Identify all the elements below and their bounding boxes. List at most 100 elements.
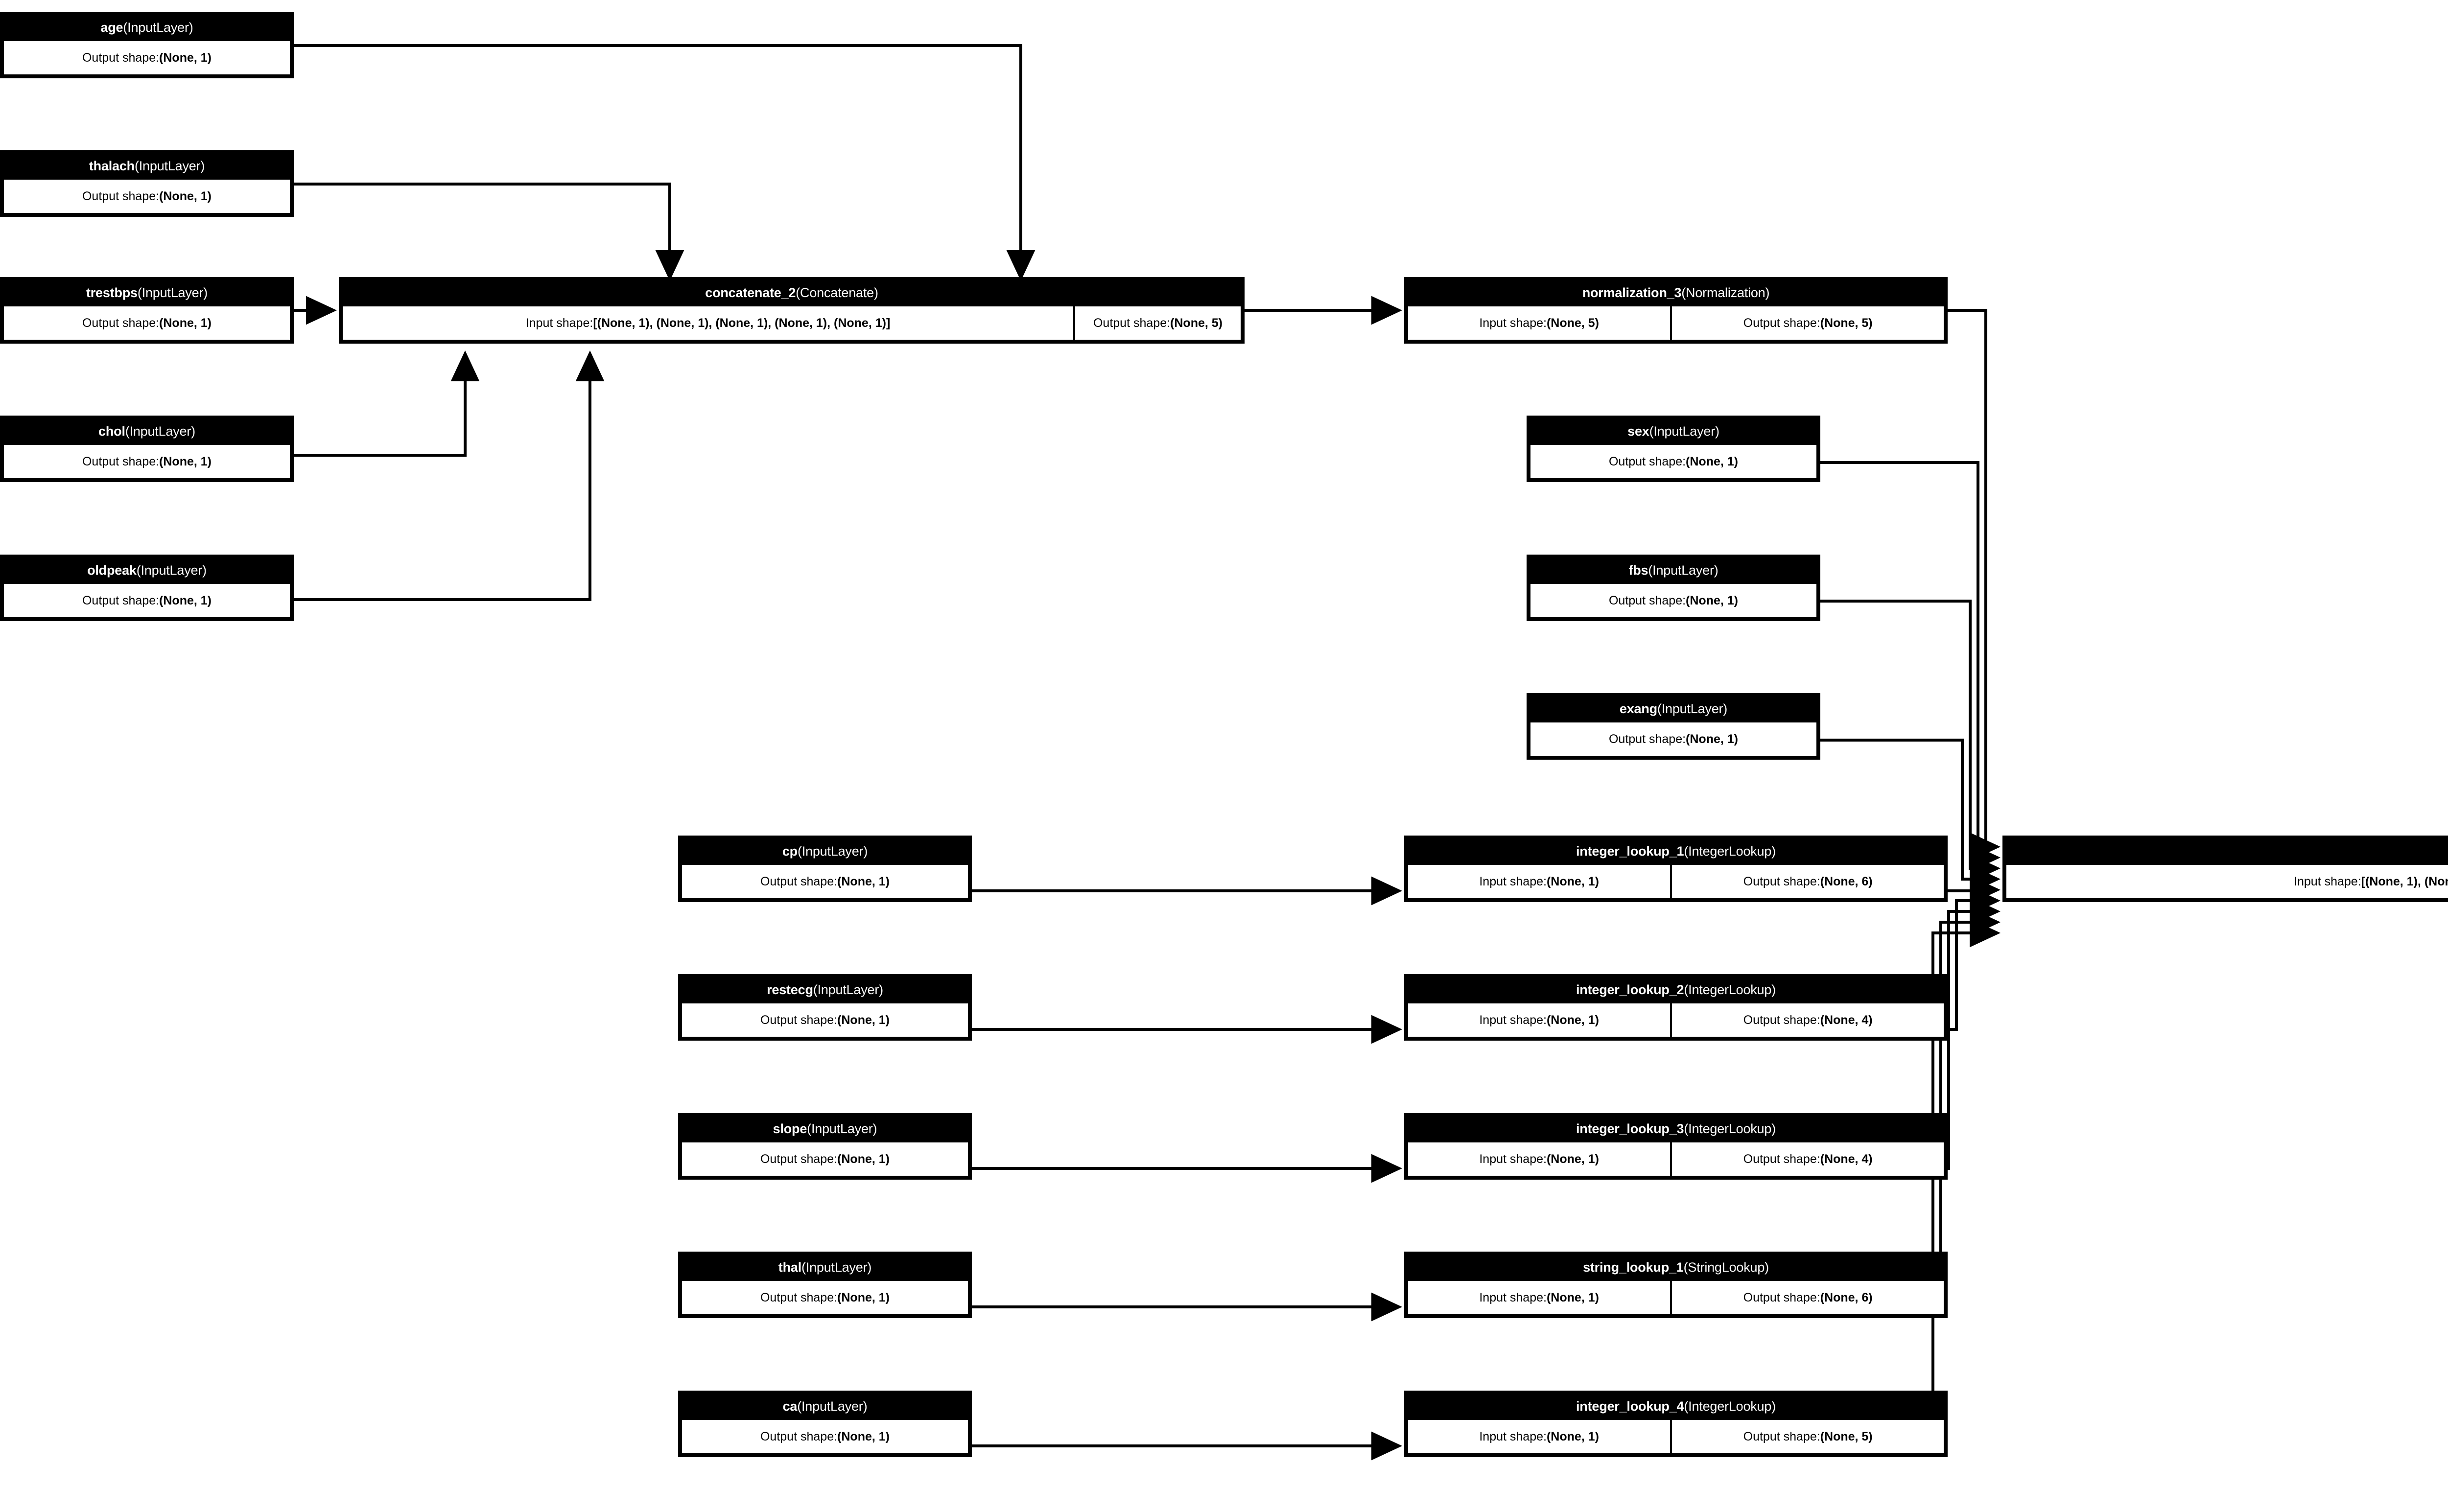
node-thalach[interactable]: thalach(InputLayer) Output shape:(None, …: [0, 150, 294, 217]
node-title: integer_lookup_4(IntegerLookup): [1406, 1393, 1946, 1420]
shape-row: Input shape:(None, 1) Output shape:(None…: [1406, 1420, 1946, 1455]
node-thal[interactable]: thal(InputLayer) Output shape:(None, 1): [678, 1252, 972, 1318]
output-shape-label: Output shape:: [82, 454, 160, 468]
shape-row: Output shape:(None, 1): [2, 445, 292, 480]
edge-integerlookup1-concatenate3: [1948, 875, 2001, 905]
edge-normalization3-concatenate3: [1948, 309, 2001, 861]
node-sex[interactable]: sex(InputLayer) Output shape:(None, 1): [1527, 416, 1820, 482]
node-name: oldpeak: [87, 562, 137, 578]
node-age[interactable]: age(InputLayer) Output shape:(None, 1): [0, 12, 294, 78]
node-type: (InputLayer): [1649, 423, 1719, 439]
node-chol[interactable]: chol(InputLayer) Output shape:(None, 1): [0, 416, 294, 482]
node-title: chol(InputLayer): [2, 418, 292, 445]
node-trestbps[interactable]: trestbps(InputLayer) Output shape:(None,…: [0, 277, 294, 344]
node-normalization-3[interactable]: normalization_3(Normalization) Input sha…: [1404, 277, 1948, 344]
output-shape-value: (None, 5): [1820, 316, 1873, 330]
output-shape-label: Output shape:: [1608, 454, 1686, 468]
output-shape-value: (None, 4): [1820, 1013, 1873, 1027]
node-string-lookup-1[interactable]: string_lookup_1(StringLookup) Input shap…: [1404, 1252, 1948, 1318]
node-oldpeak[interactable]: oldpeak(InputLayer) Output shape:(None, …: [0, 555, 294, 621]
edge-thalach-concatenate2: [294, 183, 684, 281]
shape-row: Input shape:(None, 5) Output shape:(None…: [1406, 306, 1946, 342]
node-title: slope(InputLayer): [680, 1115, 970, 1142]
shape-row: Output shape:(None, 1): [1529, 722, 1818, 758]
input-shape-label: Input shape:: [1479, 316, 1547, 330]
node-type: (InputLayer): [134, 158, 205, 173]
node-integer-lookup-2[interactable]: integer_lookup_2(IntegerLookup) Input sh…: [1404, 974, 1948, 1041]
output-shape-value: (None, 6): [1820, 1290, 1873, 1304]
node-name: integer_lookup_1: [1576, 843, 1684, 859]
node-fbs[interactable]: fbs(InputLayer) Output shape:(None, 1): [1527, 555, 1820, 621]
output-shape-cell: Output shape:(None, 1): [1530, 722, 1816, 756]
output-shape-label: Output shape:: [1093, 316, 1171, 330]
node-integer-lookup-1[interactable]: integer_lookup_1(IntegerLookup) Input sh…: [1404, 836, 1948, 902]
node-ca[interactable]: ca(InputLayer) Output shape:(None, 1): [678, 1391, 972, 1457]
output-shape-cell: Output shape:(None, 4): [1670, 1142, 1944, 1176]
node-concatenate-3[interactable]: concatenate_3(Concatenate) Input shape:[…: [2002, 836, 2448, 902]
node-concatenate-2[interactable]: concatenate_2(Concatenate) Input shape:[…: [339, 277, 1245, 344]
output-shape-cell: Output shape:(None, 1): [682, 1003, 968, 1037]
output-shape-value: (None, 1): [837, 1013, 890, 1027]
output-shape-cell: Output shape:(None, 6): [1670, 1281, 1944, 1314]
node-integer-lookup-4[interactable]: integer_lookup_4(IntegerLookup) Input sh…: [1404, 1391, 1948, 1457]
output-shape-cell: Output shape:(None, 1): [4, 306, 290, 340]
node-type: (Concatenate): [796, 285, 878, 300]
edge-sex-concatenate3: [1820, 461, 2001, 872]
output-shape-cell: Output shape:(None, 1): [682, 1281, 968, 1314]
node-name: integer_lookup_3: [1576, 1121, 1684, 1136]
shape-row: Output shape:(None, 1): [680, 1281, 970, 1316]
output-shape-value: (None, 1): [159, 454, 212, 468]
node-name: integer_lookup_2: [1576, 982, 1684, 997]
output-shape-cell: Output shape:(None, 1): [682, 1142, 968, 1176]
edge-chol-concatenate2: [294, 350, 480, 457]
output-shape-label: Output shape:: [1743, 1152, 1820, 1166]
node-title: normalization_3(Normalization): [1406, 279, 1946, 306]
shape-row: Output shape:(None, 1): [2, 584, 292, 619]
input-shape-label: Input shape:: [1479, 1152, 1547, 1166]
shape-row: Output shape:(None, 1): [680, 1420, 970, 1455]
edge-age-concatenate2: [294, 44, 1036, 281]
input-shape-cell: Input shape:(None, 1): [1408, 1281, 1671, 1314]
node-cp[interactable]: cp(InputLayer) Output shape:(None, 1): [678, 836, 972, 902]
node-restecg[interactable]: restecg(InputLayer) Output shape:(None, …: [678, 974, 972, 1041]
node-title: sex(InputLayer): [1529, 418, 1818, 445]
node-type: (InputLayer): [797, 1398, 868, 1414]
output-shape-label: Output shape:: [1743, 316, 1820, 330]
node-type: (IntegerLookup): [1684, 982, 1776, 997]
output-shape-cell: Output shape:(None, 1): [682, 865, 968, 898]
node-type: (InputLayer): [797, 843, 868, 859]
output-shape-label: Output shape:: [82, 593, 160, 607]
edge-integerlookup3-concatenate3: [1947, 897, 2001, 1170]
input-shape-label: Input shape:: [1479, 1290, 1547, 1304]
node-slope[interactable]: slope(InputLayer) Output shape:(None, 1): [678, 1113, 972, 1180]
output-shape-value: (None, 1): [159, 50, 212, 65]
shape-row: Output shape:(None, 1): [680, 1003, 970, 1039]
node-type: (InputLayer): [813, 982, 883, 997]
node-type: (StringLookup): [1683, 1259, 1769, 1275]
output-shape-label: Output shape:: [760, 1290, 838, 1304]
output-shape-value: (None, 1): [837, 1152, 890, 1166]
node-name: restecg: [767, 982, 813, 997]
node-title: oldpeak(InputLayer): [2, 557, 292, 584]
node-title: integer_lookup_1(IntegerLookup): [1406, 837, 1946, 865]
node-type: (InputLayer): [807, 1121, 877, 1136]
node-exang[interactable]: exang(InputLayer) Output shape:(None, 1): [1527, 693, 1820, 760]
output-shape-label: Output shape:: [1743, 1290, 1820, 1304]
node-type: (IntegerLookup): [1684, 1121, 1776, 1136]
input-shape-cell: Input shape:[(None, 1), (None, 1), (None…: [343, 306, 1073, 340]
input-shape-value: (None, 1): [1546, 1013, 1599, 1027]
input-shape-value: (None, 1): [1546, 1429, 1599, 1443]
shape-row: Output shape:(None, 1): [2, 306, 292, 342]
output-shape-label: Output shape:: [82, 189, 160, 203]
output-shape-label: Output shape:: [82, 316, 160, 330]
node-name: thalach: [89, 158, 135, 173]
output-shape-cell: Output shape:(None, 1): [1530, 445, 1816, 478]
input-shape-value: (None, 5): [1546, 316, 1599, 330]
output-shape-cell: Output shape:(None, 1): [4, 445, 290, 478]
node-integer-lookup-3[interactable]: integer_lookup_3(IntegerLookup) Input sh…: [1404, 1113, 1948, 1180]
node-title: thal(InputLayer): [680, 1254, 970, 1281]
node-title: thalach(InputLayer): [2, 152, 292, 180]
input-shape-label: Input shape:: [1479, 1013, 1547, 1027]
node-title: integer_lookup_3(IntegerLookup): [1406, 1115, 1946, 1142]
